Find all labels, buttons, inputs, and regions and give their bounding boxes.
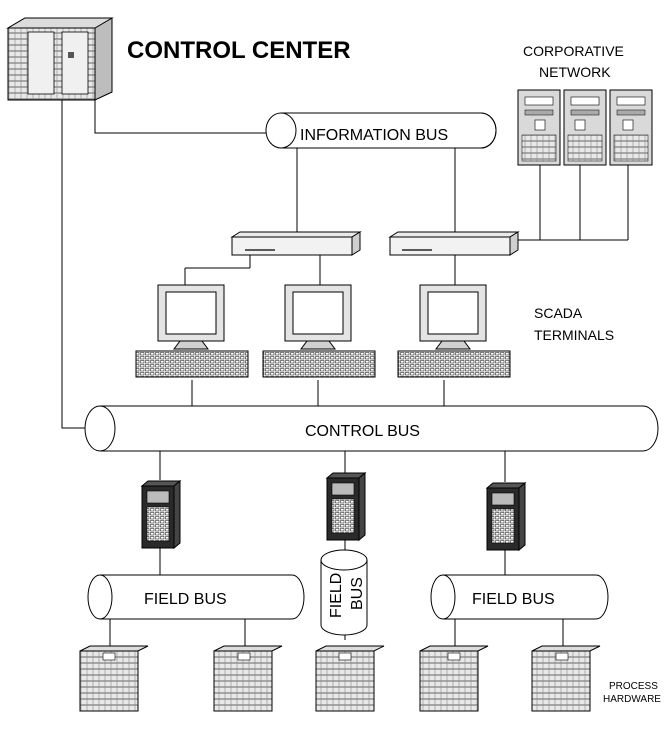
scada-label-line1: SCADA <box>534 305 583 321</box>
corporative-server-1 <box>517 89 561 166</box>
field-bus-center <box>320 549 368 636</box>
process-hardware-rack-2 <box>213 645 283 712</box>
rtu-controller-right <box>485 481 527 552</box>
corporative-server-3 <box>609 89 653 166</box>
control-bus <box>84 405 659 452</box>
process-hardware-rack-5 <box>531 645 601 712</box>
control-bus-label: CONTROL BUS <box>305 423 420 440</box>
field-bus-center-label-line1: FIELD <box>328 573 345 618</box>
field-bus-center-label-line2: BUS <box>349 577 366 610</box>
process-hardware-label-line2: HARDWARE <box>603 694 661 705</box>
process-hardware-rack-1 <box>79 645 149 712</box>
rtu-controller-left <box>140 479 182 550</box>
corporative-server-2 <box>563 89 607 166</box>
network-switch-left <box>230 231 362 256</box>
rtu-controller-center <box>325 471 367 542</box>
scada-terminal-3 <box>397 284 511 378</box>
scada-terminal-1 <box>135 284 249 378</box>
information-bus <box>265 112 497 149</box>
network-switch-right <box>388 231 520 256</box>
process-hardware-rack-3 <box>315 645 385 712</box>
field-bus-left <box>87 574 305 620</box>
mainframe-computer <box>6 17 114 101</box>
process-hardware-label-line1: PROCESS <box>609 681 658 692</box>
scada-label-line2: TERMINALS <box>534 327 614 343</box>
process-hardware-rack-4 <box>419 645 489 712</box>
scada-terminal-2 <box>262 284 376 378</box>
control-center-title: CONTROL CENTER <box>127 37 351 64</box>
field-bus-right <box>430 574 609 620</box>
corporative-label-line1: CORPORATIVE <box>523 43 624 59</box>
corporative-label-line2: NETWORK <box>539 64 611 80</box>
field-bus-left-label: FIELD BUS <box>144 591 227 608</box>
information-bus-label: INFORMATION BUS <box>300 127 448 144</box>
field-bus-right-label: FIELD BUS <box>472 591 555 608</box>
